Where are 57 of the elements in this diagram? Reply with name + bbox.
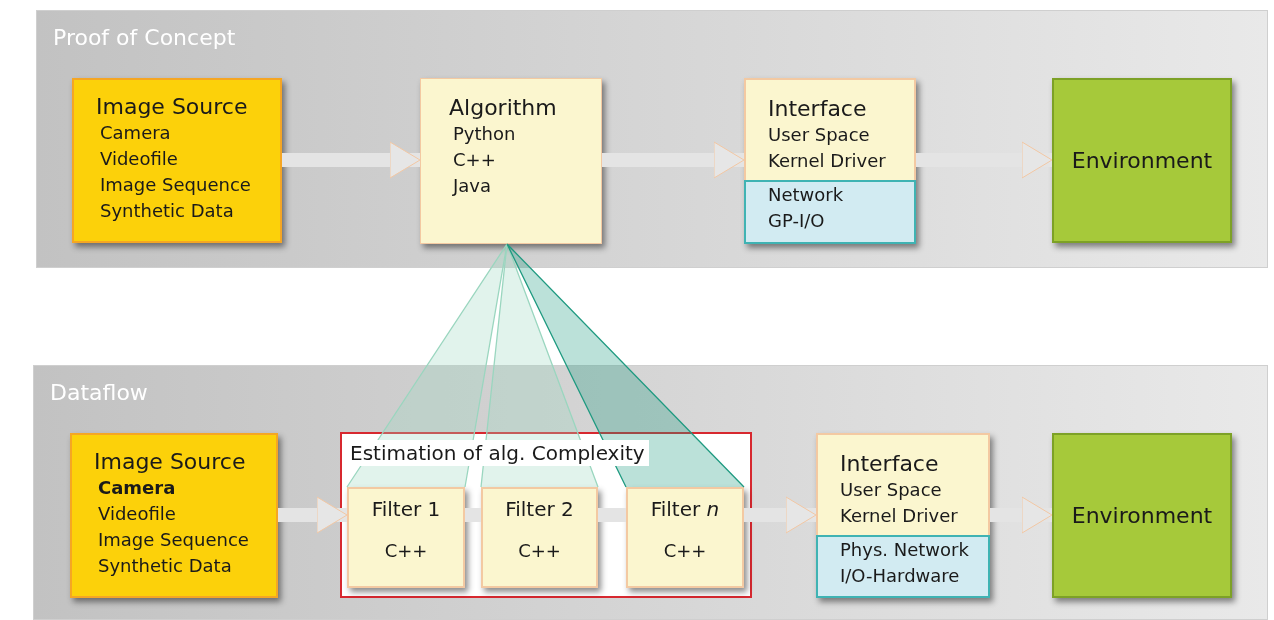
input-box [70,433,278,598]
arrow [916,141,1053,179]
section-title: Proof of Concept [53,25,237,51]
box-title: Algorithm [449,95,558,121]
list-item: Java [453,174,493,198]
box-title: Interface [840,451,940,477]
list-item: Python [453,122,517,146]
section-band [36,10,1268,268]
environment-box [1052,78,1232,243]
group-frame [340,432,752,598]
hardware-panel [816,535,990,598]
arrow [744,496,817,534]
box-title: Interface [768,96,868,122]
arrow [278,496,348,534]
connector-bar [598,508,626,522]
list-item: Kernel Driver [768,149,887,173]
list-item: User Space [840,478,943,502]
interface-box [816,433,990,598]
section-title: Dataflow [50,380,149,406]
box-title: Filter 1 [370,496,442,523]
arrow [282,141,421,179]
box-title: Environment [1071,147,1213,174]
input-box [72,78,282,243]
language-label: C++ [662,539,708,563]
list-item: C++ [453,148,497,172]
list-item: Camera [100,121,172,145]
group-title: Estimation of alg. Complexity [350,440,649,466]
list-item: Kernel Driver [840,504,959,528]
list-item: Synthetic Data [98,554,233,578]
hardware-panel [744,180,916,244]
list-item: Image Sequence [100,173,252,197]
box-title: Environment [1071,502,1213,529]
process-box [420,78,602,244]
box-title: Image Source [96,94,249,120]
list-item: Synthetic Data [100,199,235,223]
box-title: Image Source [94,449,247,475]
interface-box [744,78,916,244]
box-title: Network [768,183,845,207]
section-band [33,365,1268,620]
connector-bar [465,508,481,522]
language-label: C++ [517,539,562,563]
list-item: Videofile [100,147,179,171]
list-item: User Space [768,123,871,147]
filter-box [481,487,598,588]
box-title: Filter 2 [504,496,575,523]
list-item: Videofile [98,502,177,526]
arrow [602,141,745,179]
list-item: GP-I/O [768,209,826,233]
box-title: Filter n [649,496,721,523]
list-item: Camera [98,476,177,500]
box-title: Phys. Network [840,538,970,562]
filter-box [626,487,744,588]
environment-box [1052,433,1232,598]
list-item: Image Sequence [98,528,250,552]
filter-box [347,487,465,588]
list-item: I/O-Hardware [840,564,961,588]
language-label: C++ [383,539,429,563]
